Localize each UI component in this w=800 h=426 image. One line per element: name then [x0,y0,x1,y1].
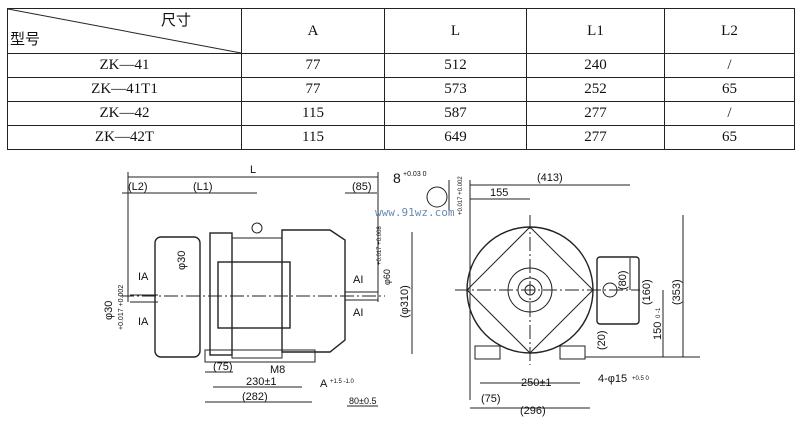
label-ia-bottom: IA [138,316,149,328]
cell-a: 115 [241,125,385,150]
dim-holes: 4-φ15 [598,373,627,385]
cell-l2: 65 [664,77,795,102]
cell-a: 77 [241,77,385,102]
label-ia-top: IA [138,271,149,283]
cell-l: 587 [384,101,527,126]
dim-230: 230±1 [246,376,277,388]
model-cell: ZK—42 [7,101,242,126]
label-m8: M8 [270,364,285,376]
dim-353: (353) [671,279,683,305]
front-view [455,215,640,365]
table-row: ZK—42T 115 649 277 65 [7,125,795,150]
col-header-l1: L1 [526,8,665,54]
dim-155: 155 [490,187,508,199]
dim-250: 250±1 [521,377,552,389]
cell-l1: 252 [526,77,665,102]
dim-A: A [320,378,328,390]
label-ai-top: AI [353,274,363,286]
dim-holes-tol: +0.5 0 [632,376,650,382]
dim-phi310: (φ310) [399,285,411,318]
cell-l: 512 [384,53,527,78]
table-row: ZK—41 77 512 240 / [7,53,795,78]
dim-296: (296) [520,405,546,417]
dim-L2: (L2) [128,181,148,193]
dim-phi30-inner: φ30 [176,251,188,270]
key-depth-tol: +0.017 +0.002 [458,176,464,215]
cell-a: 77 [241,53,385,78]
cell-l1: 277 [526,101,665,126]
label-ai-bottom: AI [353,307,363,319]
motor-drawing: L (L2) (L1) (85) IA IA AI AI φ30 φ30 +0.… [103,164,700,417]
dim-80-front: (80) [617,270,629,290]
watermark: www.91wz.com [375,206,455,219]
dim-A-tol: +1.5 -1.0 [330,379,355,385]
dim-phi60-tol: +0.017 +0.008 [377,226,383,265]
dim-282: (282) [242,391,268,403]
cell-l2: / [664,53,795,78]
model-label: 型号 [10,32,41,48]
side-view [120,222,385,363]
dim-80: 80±0.5 [349,396,376,406]
key-width-tol: +0.03 0 [403,171,427,178]
table-row: ZK—42 115 587 277 / [7,101,795,126]
dim-75-front: (75) [481,393,501,405]
cell-l2: 65 [664,125,795,150]
dim-phi30-tol: +0.017 +0.002 [118,285,125,330]
dim-85: (85) [352,181,372,193]
dimension-label: 尺寸 [160,13,191,29]
model-cell: ZK—41 [7,53,242,78]
model-cell: ZK—42T [7,125,242,150]
dim-L1: (L1) [193,181,213,193]
cell-l: 649 [384,125,527,150]
dim-160: (160) [641,279,653,305]
dim-phi30-shaft: φ30 [103,301,115,320]
corner-header: 尺寸 型号 [7,8,242,54]
col-header-a: A [241,8,385,54]
cell-l1: 240 [526,53,665,78]
dim-75-side: (75) [213,361,233,373]
dim-150-tol: 0 -1 [656,307,662,318]
dim-L: L [250,164,256,176]
key-width: 8 [393,170,401,186]
model-cell: ZK—41T1 [7,77,242,102]
dimension-table: 尺寸 型号 A L L1 L2 ZK—41 77 512 240 / ZK—41… [7,8,795,150]
dim-20: (20) [596,330,608,350]
cell-l1: 277 [526,125,665,150]
col-header-l2: L2 [664,8,795,54]
cell-l2: / [664,101,795,126]
table-row: ZK—41T1 77 573 252 65 [7,77,795,102]
dim-413: (413) [537,172,563,184]
col-header-l: L [384,8,527,54]
cell-l: 573 [384,77,527,102]
dim-150: 150 [652,322,664,340]
dim-phi60: φ60 [382,269,392,285]
cell-a: 115 [241,101,385,126]
